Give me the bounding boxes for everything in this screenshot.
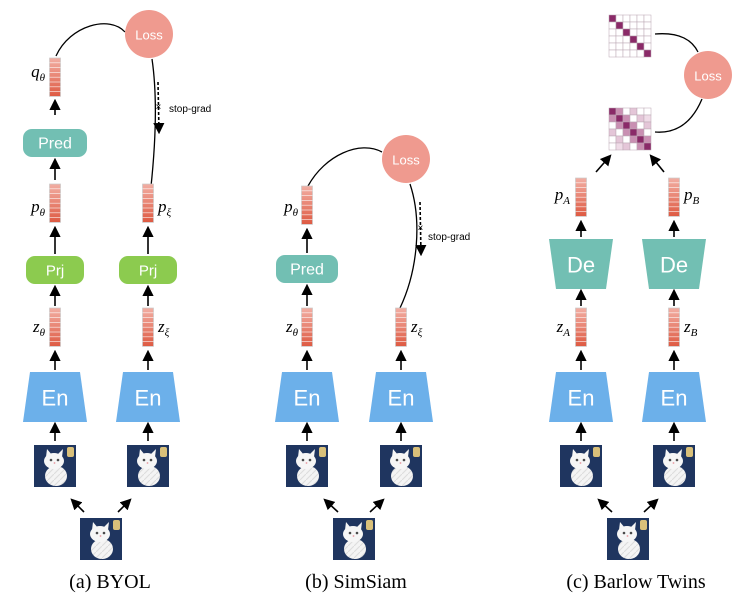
simsiam-view-right-image	[380, 445, 422, 487]
barlow-zB-vector	[668, 307, 680, 347]
simsiam-arrow-aug-left	[323, 498, 339, 513]
barlow-caption: (c) Barlow Twins	[566, 571, 706, 593]
simsiam-caption: (b) SimSiam	[305, 571, 407, 593]
barlow-loss-link-top	[654, 33, 699, 53]
connectors	[49, 23, 703, 513]
simsiam-loss-label: Loss	[392, 153, 420, 168]
barlow-encoder-right-label: En	[661, 386, 688, 411]
barlow-pA-label: pA	[554, 185, 571, 207]
simsiam-view-left-image	[286, 445, 328, 487]
byol-encoder-left: En	[23, 372, 87, 422]
simsiam-encoder-right-label: En	[388, 386, 415, 411]
byol-p-left-vector	[49, 183, 61, 223]
barlow-view-left-image	[560, 445, 602, 487]
barlow-input-image	[607, 518, 649, 560]
barlow-view-right-image	[653, 445, 695, 487]
byol-encoder-right-label: En	[135, 386, 162, 411]
simsiam-encoder-left-label: En	[294, 386, 321, 411]
barlow-arrow-pA-matrix	[595, 154, 612, 173]
barlow-loss-label: Loss	[694, 69, 722, 84]
byol-view-right-image	[127, 445, 169, 487]
simsiam-z-right-label: zξ	[410, 317, 423, 339]
byol-stop-grad-arrow	[153, 81, 165, 135]
barlow-arrow-aug-right	[643, 498, 659, 513]
simsiam-input-image	[333, 518, 375, 560]
simsiam-z-right-vector	[395, 307, 407, 347]
byol-caption: (a) BYOL	[69, 571, 151, 593]
barlow-encoder-right: En	[642, 372, 706, 422]
simsiam-loss: Loss	[382, 135, 430, 183]
simsiam-p-vector	[301, 185, 313, 225]
barlow-decoder-right-label: De	[660, 253, 688, 278]
byol-pred-block: Pred	[23, 129, 87, 157]
byol-p-right-vector	[142, 183, 154, 223]
byol-z-left-vector	[49, 307, 61, 347]
barlow-pB-vector	[668, 177, 680, 217]
simsiam-z-left-vector	[301, 307, 313, 347]
barlow-pB-label: pB	[683, 185, 700, 207]
barlow-pA-vector	[575, 177, 587, 217]
barlow-encoder-left-label: En	[568, 386, 595, 411]
byol-loss-link-left	[55, 23, 126, 57]
simsiam-z-left-label: zθ	[285, 317, 299, 339]
barlow-loss: Loss	[684, 51, 732, 99]
byol-loss: Loss	[125, 10, 173, 58]
byol-prj-left-block: Prj	[26, 256, 84, 284]
barlow-target-identity-matrix	[608, 14, 652, 58]
simsiam-stop-grad-arrow	[415, 201, 427, 257]
byol-encoder-left-label: En	[42, 386, 69, 411]
simsiam-arrow-aug-right	[369, 498, 385, 513]
byol-pred-block-label: Pred	[38, 136, 72, 153]
barlow-zA-label: zA	[556, 317, 571, 339]
simsiam-encoder-left: En	[275, 372, 339, 422]
simsiam-loss-link-right	[399, 183, 418, 309]
byol-view-left-image	[34, 445, 76, 487]
byol-prj-right-block-label: Prj	[139, 263, 157, 280]
byol-prj-left-block-label: Prj	[46, 263, 64, 280]
barlow-encoder-left: En	[549, 372, 613, 422]
simsiam-stop-grad-cross: ×	[418, 223, 424, 234]
simsiam-encoder-right: En	[369, 372, 433, 422]
barlow-decoder-left-label: De	[567, 253, 595, 278]
barlow-zA-vector	[575, 307, 587, 347]
simsiam-pred-block-label: Pred	[290, 262, 324, 279]
barlow-arrow-pB-matrix	[649, 154, 665, 173]
byol-input-image	[80, 518, 122, 560]
barlow-loss-link-bottom	[654, 98, 703, 133]
simsiam-loss-link-left	[307, 147, 383, 187]
barlow-arrow-aug-left	[597, 498, 613, 513]
byol-stop-grad-label: stop-grad	[169, 104, 211, 115]
byol-arrow-aug-right	[117, 498, 132, 513]
byol-z-right-vector	[142, 307, 154, 347]
byol-stop-grad-cross: ×	[156, 102, 162, 113]
byol-prj-right-block: Prj	[119, 256, 177, 284]
byol-q-vector	[49, 57, 61, 97]
simsiam-p-label: pθ	[283, 197, 299, 219]
byol-q-label: qθ	[31, 62, 46, 84]
byol-z-right-label: zξ	[157, 317, 170, 339]
byol-p-right-label: pξ	[157, 197, 172, 219]
simsiam-stop-grad-label: stop-grad	[428, 232, 470, 243]
barlow-zB-label: zB	[683, 317, 698, 339]
byol-loss-label: Loss	[135, 28, 163, 43]
byol-arrow-aug-left	[70, 498, 85, 513]
byol-encoder-right: En	[116, 372, 180, 422]
byol-p-left-label: pθ	[30, 197, 46, 219]
byol-z-left-label: zθ	[32, 317, 46, 339]
simsiam-pred-block: Pred	[276, 255, 338, 283]
barlow-cross-correlation-matrix	[608, 107, 652, 151]
barlow-decoder-right: De	[642, 239, 706, 289]
barlow-decoder-left: De	[549, 239, 613, 289]
